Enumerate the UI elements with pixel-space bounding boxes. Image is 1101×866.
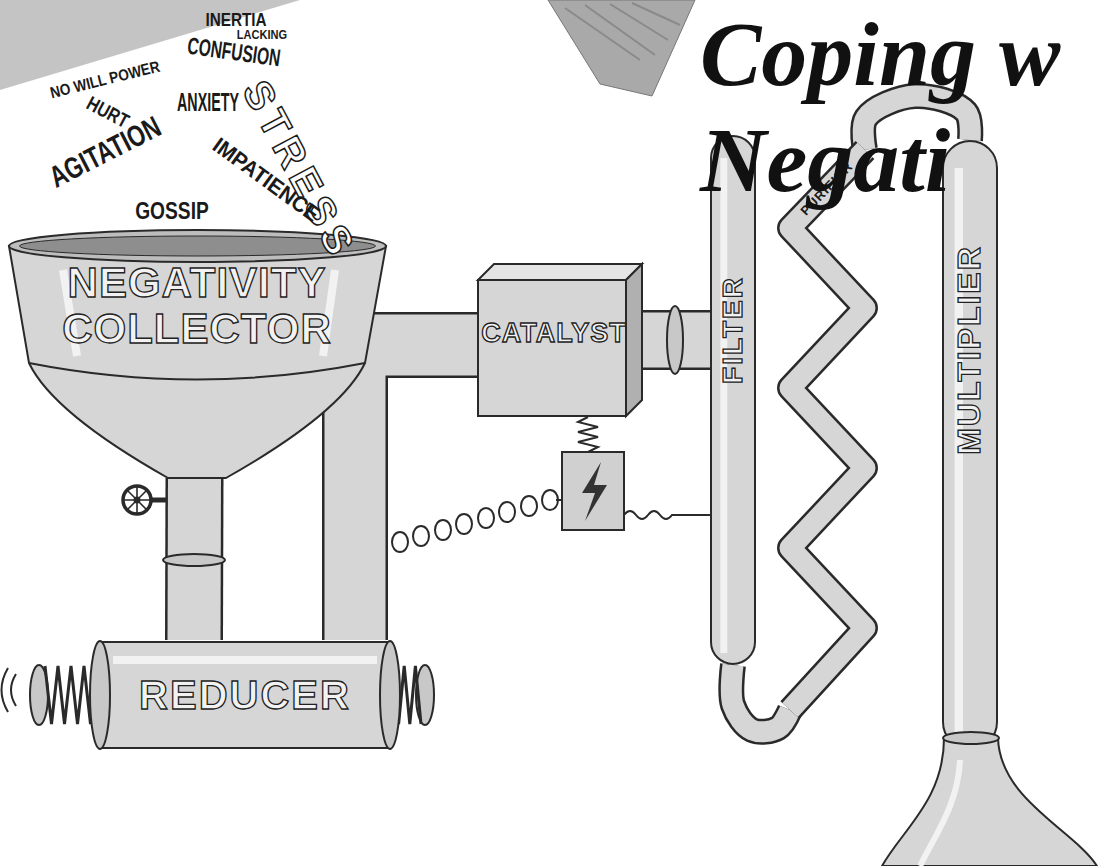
pipe-connector (863, 96, 970, 150)
spring (578, 417, 598, 452)
collector-funnel: NEGATIVITY COLLECTOR (5, 228, 390, 478)
pipe-connector (731, 665, 790, 732)
coiled-wire (392, 490, 563, 552)
part-name: NEGATIVITY COLLECTOR (47, 260, 347, 352)
pipe-outline (355, 345, 478, 640)
flange (90, 641, 110, 749)
negative-word: CONFUSION (186, 34, 282, 71)
pipe-flange (667, 306, 683, 374)
negative-word: LACKING (237, 28, 287, 41)
zigzag-shape (770, 150, 885, 710)
funnel-band (29, 363, 365, 380)
pipe-connector (194, 478, 196, 640)
negative-word: INERTIA (205, 11, 266, 29)
cylinder-body (100, 642, 390, 748)
pipe-outline (643, 310, 710, 370)
bell-highlight (920, 760, 960, 866)
reducer-cylinder: REDUCER (25, 640, 435, 750)
pipe-highlight (720, 158, 727, 653)
pipe-connector (355, 345, 478, 640)
pencil-shading (548, 0, 695, 96)
neck-ring (163, 554, 225, 566)
negative-word: NO WILL POWER (49, 59, 162, 102)
funnel-outline (9, 230, 386, 478)
part-name: REDUCER (139, 673, 351, 717)
bell-ring (943, 732, 999, 744)
coil-outline (790, 150, 865, 710)
pencil-hatching (565, 3, 680, 60)
pipe-body (355, 345, 478, 640)
part-name: FILTER (718, 276, 749, 384)
funnel-opening (20, 236, 376, 256)
multiplier-bell (882, 738, 1097, 866)
zigzag-outline (790, 150, 865, 710)
pipe-outline (711, 136, 755, 664)
funnel-body (9, 246, 386, 478)
pipe-body (168, 478, 222, 640)
part-name: PURIFIER (798, 159, 856, 218)
filter-pipe: FILTER (710, 135, 756, 665)
cylinder-highlight (113, 656, 377, 664)
valve-stem (150, 498, 166, 503)
catalyst-box: CATALYST (478, 262, 643, 417)
negative-word: ANXIETY (177, 89, 239, 115)
pipe-outline (943, 141, 997, 749)
lightning-bolt (582, 462, 607, 521)
power-box (562, 452, 624, 530)
pipe-shape (710, 135, 756, 665)
negative-word: HURT (84, 93, 133, 132)
pipe-body (943, 141, 997, 749)
box-front (478, 280, 626, 416)
coil-body (790, 150, 865, 710)
multiplier-pipe: MULTIPLIER (942, 140, 998, 750)
pipe-outline (731, 665, 790, 732)
pipe-body (863, 96, 970, 150)
box-top (478, 264, 642, 280)
negative-word: GOSSIP (135, 199, 209, 223)
part-name: CATALYST (481, 319, 627, 349)
valve-hub (134, 497, 141, 504)
valve-wheel (123, 486, 151, 514)
pipe-body (643, 313, 710, 368)
funnel-rim (9, 230, 386, 262)
negative-word: AGITATION (45, 111, 166, 192)
pipe-connector (643, 340, 710, 341)
box-side (626, 264, 642, 416)
valve-spokes (123, 486, 151, 514)
part-name: MULTIPLIER (952, 245, 987, 455)
cylinder-outline (30, 641, 434, 749)
box-outline (478, 264, 642, 416)
purifier-coil: PURIFIER (770, 150, 885, 710)
flange (380, 641, 400, 749)
motion-marks (2, 668, 17, 712)
wire (624, 511, 710, 519)
pipe-outline (863, 96, 970, 150)
negative-word: IMPATIENCE (209, 134, 324, 226)
pipe-outline (165, 478, 224, 640)
pipe-body (711, 136, 755, 664)
gray-corner-band (0, 0, 300, 90)
pipe-body (731, 665, 790, 732)
